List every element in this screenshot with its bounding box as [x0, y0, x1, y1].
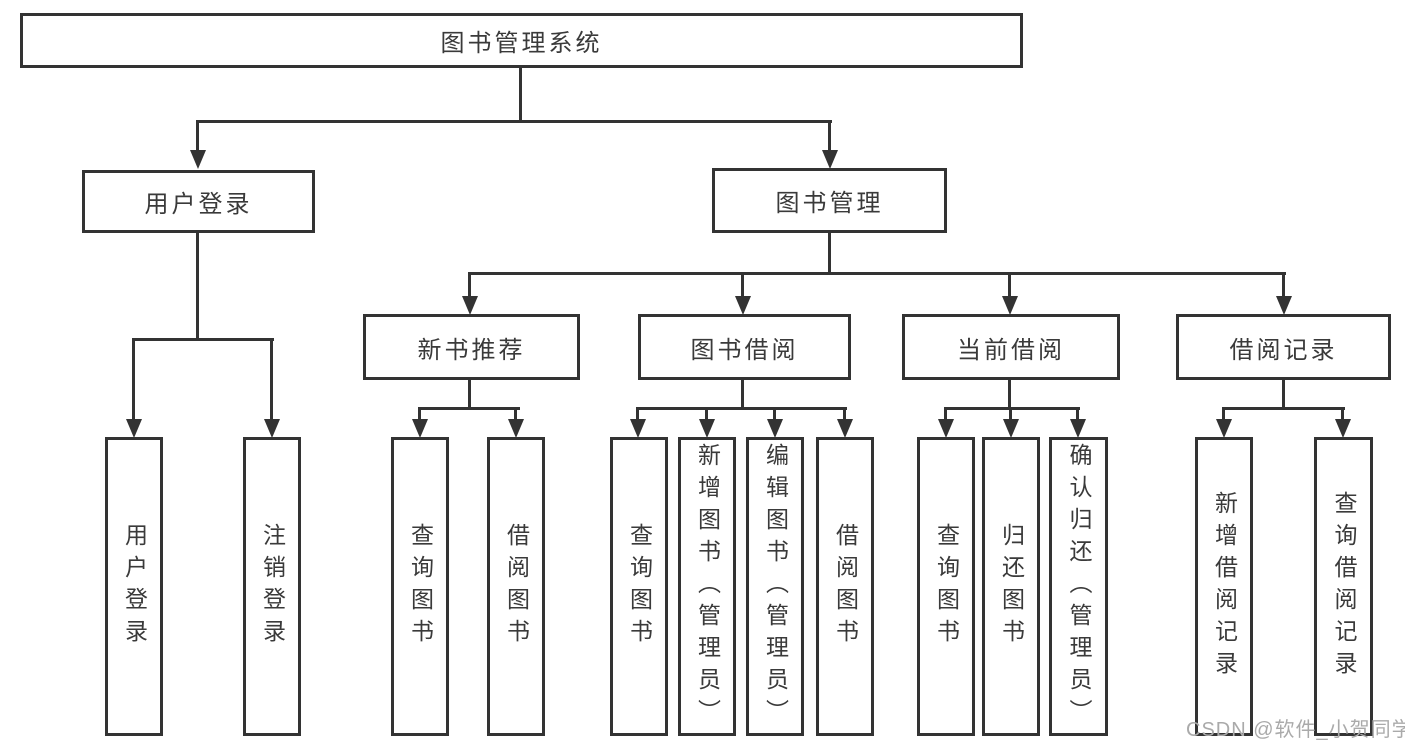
connector-root-stem: [519, 66, 522, 123]
node-library-management-system: 图书管理系统: [20, 13, 1023, 68]
node-label: 查询图书: [626, 522, 653, 651]
leaf-confirm-return-admin: 确认归还（管理员）: [1049, 437, 1108, 736]
arrowhead-icon: [1216, 419, 1232, 438]
connector-level2-rail: [196, 120, 832, 123]
arrowhead-icon: [767, 419, 783, 438]
connector-arrow-stem: [741, 272, 744, 298]
connector-arrow-stem: [1282, 272, 1285, 298]
connector-arrow-stem: [636, 407, 639, 421]
connector-login-rail: [132, 338, 274, 341]
node-label: 确认归还（管理员）: [1066, 442, 1092, 731]
leaf-query-books-recommend: 查询图书: [391, 437, 449, 736]
node-book-borrowing: 图书借阅: [638, 314, 851, 380]
connector-arrow-stem: [1341, 407, 1344, 421]
arrowhead-icon: [1335, 419, 1351, 438]
node-label: 新增图书（管理员）: [694, 442, 721, 731]
arrowhead-icon: [630, 419, 646, 438]
arrowhead-icon: [508, 419, 524, 438]
leaf-query-borrow-record: 查询借阅记录: [1314, 437, 1373, 736]
node-label: 图书管理系统: [440, 30, 603, 57]
leaf-user-login: 用户登录: [105, 437, 163, 736]
leaf-borrow-books-borrow: 借阅图书: [816, 437, 874, 736]
connector-group-rail: [636, 407, 847, 410]
leaf-edit-book-admin: 编辑图书（管理员）: [746, 437, 804, 736]
node-label: 借阅记录: [1229, 336, 1338, 364]
arrowhead-icon: [462, 296, 478, 315]
leaf-borrow-books-recommend: 借阅图书: [487, 437, 545, 736]
node-label: 注销登录: [259, 522, 286, 651]
connector-arrow-stem: [843, 407, 846, 421]
node-label: 图书借阅: [690, 336, 799, 364]
leaf-query-books-current: 查询图书: [917, 437, 975, 736]
leaf-add-book-admin: 新增图书（管理员）: [678, 437, 736, 736]
node-label: 借阅图书: [832, 522, 859, 651]
connector-group-rail: [418, 407, 520, 410]
connector-arrow-stem: [270, 338, 273, 421]
arrowhead-icon: [1002, 296, 1018, 315]
node-label: 当前借阅: [957, 336, 1065, 364]
connector-arrow-stem: [132, 338, 135, 421]
node-label: 新增借阅记录: [1211, 490, 1238, 683]
node-label: 新书推荐: [417, 336, 526, 364]
node-user-login: 用户登录: [82, 170, 315, 233]
connector-group-rail: [1222, 407, 1345, 410]
node-label: 图书管理: [775, 190, 884, 217]
connector-arrow-stem: [1076, 407, 1079, 421]
node-label: 查询借阅记录: [1331, 490, 1357, 683]
leaf-query-books-borrow: 查询图书: [610, 437, 668, 736]
connector-level3-rail: [468, 272, 1286, 275]
node-label: 查询图书: [407, 522, 434, 651]
connector-arrow-stem: [514, 407, 517, 421]
node-label: 查询图书: [933, 522, 960, 651]
leaf-logout: 注销登录: [243, 437, 301, 736]
connector-arrow-stem: [773, 407, 776, 421]
node-label: 归还图书: [998, 522, 1025, 651]
connector-login-stem: [196, 231, 199, 340]
connector-arrow-stem: [1008, 272, 1011, 298]
arrowhead-icon: [1070, 419, 1086, 438]
arrowhead-icon: [699, 419, 715, 438]
connector-group-stem: [741, 377, 744, 410]
connector-arrow-stem: [1009, 407, 1012, 421]
connector-group-stem: [1008, 377, 1011, 410]
leaf-return-books: 归还图书: [982, 437, 1040, 736]
node-new-book-recommendation: 新书推荐: [363, 314, 580, 380]
arrowhead-icon: [1276, 296, 1292, 315]
arrowhead-icon: [1003, 419, 1019, 438]
connector-arrow-stem: [418, 407, 421, 421]
node-book-management: 图书管理: [712, 168, 947, 233]
node-label: 用户登录: [121, 522, 148, 651]
connector-arrow-stem: [196, 120, 199, 151]
connector-group-rail: [944, 407, 1080, 410]
arrowhead-icon: [190, 150, 206, 169]
connector-arrow-stem: [705, 407, 708, 421]
node-label: 借阅图书: [503, 522, 530, 651]
connector-arrow-stem: [468, 272, 471, 298]
watermark: CSDN @软件_小贺同学: [1186, 719, 1405, 741]
connector-arrow-stem: [828, 120, 831, 151]
arrowhead-icon: [938, 419, 954, 438]
arrowhead-icon: [264, 419, 280, 438]
connector-management-stem: [828, 231, 831, 275]
node-label: 用户登录: [144, 191, 253, 218]
arrowhead-icon: [837, 419, 853, 438]
leaf-add-borrow-record: 新增借阅记录: [1195, 437, 1253, 736]
arrowhead-icon: [822, 150, 838, 169]
arrowhead-icon: [735, 296, 751, 315]
connector-group-stem: [468, 377, 471, 410]
connector-group-stem: [1282, 377, 1285, 410]
arrowhead-icon: [126, 419, 142, 438]
connector-arrow-stem: [1222, 407, 1225, 421]
node-borrowing-records: 借阅记录: [1176, 314, 1391, 380]
connector-arrow-stem: [944, 407, 947, 421]
node-current-borrowing: 当前借阅: [902, 314, 1120, 380]
arrowhead-icon: [412, 419, 428, 438]
node-label: 编辑图书（管理员）: [762, 442, 789, 731]
